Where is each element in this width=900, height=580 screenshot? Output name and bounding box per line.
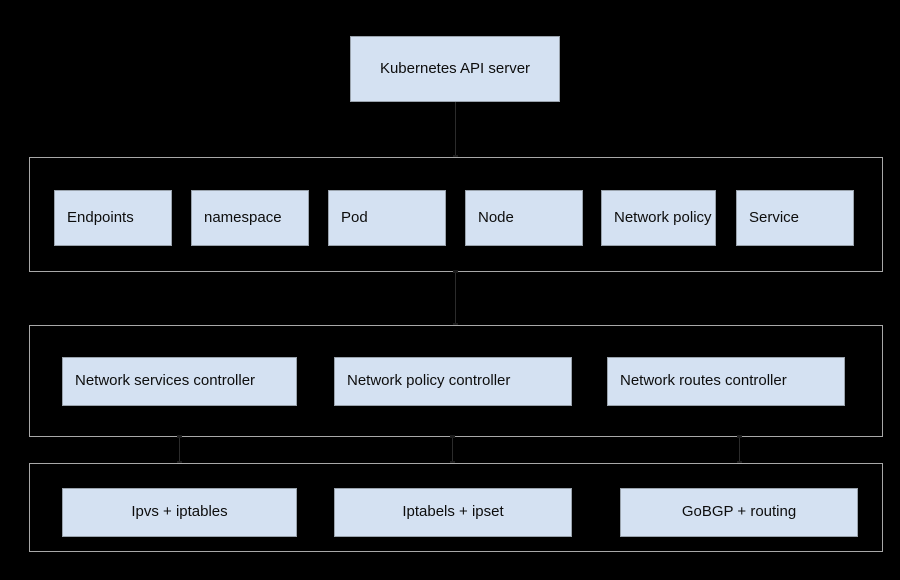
group-kube-router-controllers	[29, 325, 883, 437]
connector-dot-controllers-top	[453, 323, 458, 326]
node-kubernetes-api-server[interactable]: Kubernetes API server	[350, 36, 560, 102]
node-node[interactable]: Node	[465, 190, 583, 246]
node-label: Network services controller	[75, 372, 256, 390]
node-network-routes-controller[interactable]: Network routes controller	[607, 357, 845, 406]
connector-dot-dataplane-top-3	[737, 461, 742, 464]
connector-dot-controllers-bottom-3	[737, 435, 742, 438]
node-network-services-controller[interactable]: Network services controller	[62, 357, 297, 406]
node-label: Network routes controller	[620, 372, 787, 390]
connector-dot-controllers-bottom-1	[177, 435, 182, 438]
connector-services-to-ipvs	[179, 437, 180, 463]
connector-dot-controllers-bottom-2	[450, 435, 455, 438]
node-label: Node	[478, 208, 514, 226]
connector-dot-resources-top	[453, 155, 458, 158]
node-network-policy[interactable]: Network policy	[601, 190, 716, 246]
node-label: Service	[749, 208, 800, 226]
node-label: Ipvs + iptables	[131, 503, 228, 521]
node-label: namespace	[204, 208, 282, 226]
connector-policy-to-iptables	[452, 437, 453, 463]
group-dataplane	[29, 463, 883, 552]
node-label: Iptabels + ipset	[402, 503, 504, 521]
node-label: Network policy controller	[347, 372, 511, 390]
node-gobgp-routing[interactable]: GoBGP + routing	[620, 488, 858, 537]
node-endpoints[interactable]: Endpoints	[54, 190, 172, 246]
node-label: Kubernetes API server	[379, 59, 531, 77]
connector-dot-resources-bottom	[453, 270, 458, 273]
node-label: GoBGP + routing	[681, 503, 797, 521]
node-service[interactable]: Service	[736, 190, 854, 246]
node-label: Network policy	[614, 208, 712, 226]
node-label: Endpoints	[67, 208, 134, 226]
connector-api-to-resources	[455, 102, 456, 157]
node-namespace[interactable]: namespace	[191, 190, 309, 246]
connector-routes-to-gobgp	[739, 437, 740, 463]
node-iptabels-ipset[interactable]: Iptabels + ipset	[334, 488, 572, 537]
connector-dot-dataplane-top-1	[177, 461, 182, 464]
node-ipvs-iptables[interactable]: Ipvs + iptables	[62, 488, 297, 537]
connector-resources-to-controllers	[455, 272, 456, 325]
connector-dot-dataplane-top-2	[450, 461, 455, 464]
node-pod[interactable]: Pod	[328, 190, 446, 246]
node-network-policy-controller[interactable]: Network policy controller	[334, 357, 572, 406]
node-label: Pod	[341, 208, 368, 226]
